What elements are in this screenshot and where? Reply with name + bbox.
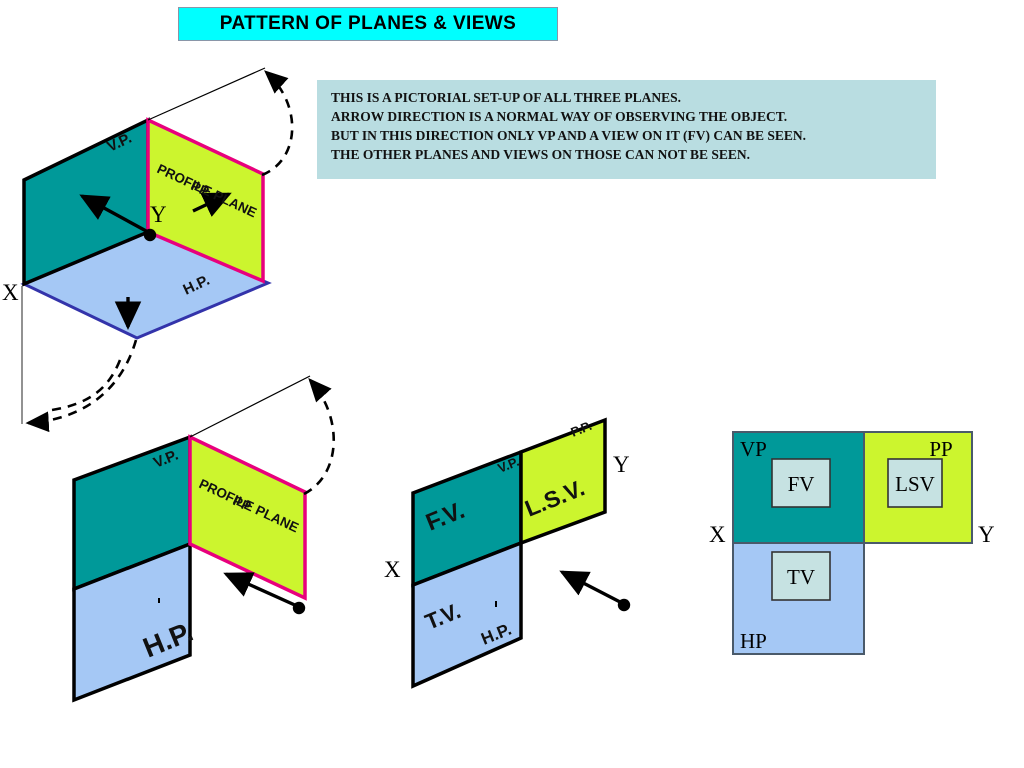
note-line-4: THE OTHER PLANES AND VIEWS ON THOSE CAN … — [331, 147, 750, 162]
figure4-tv-box — [771, 551, 831, 601]
page-title: PATTERN OF PLANES & VIEWS — [178, 7, 558, 41]
figure4-tv-label: TV — [787, 565, 815, 589]
figure4-vp-label: VP — [740, 437, 767, 461]
figure-1-pictorial-setup: V.P. H.P. PROFILE PLANE PP X Y — [2, 67, 294, 433]
figure1-observer-arrow — [79, 194, 149, 234]
figure3-pp-plane-lsv — [519, 417, 607, 546]
figure2-pp-label-line2: PP — [231, 493, 254, 514]
figure4-lsv-box — [887, 458, 943, 508]
figure4-lsv-label: LSV — [895, 472, 935, 496]
figure3-pp-label: P.P. — [569, 418, 594, 440]
figure1-pp-view-arrow — [192, 192, 232, 217]
figure1-x-label: X — [2, 280, 19, 305]
figure1-y-label: Y — [150, 202, 167, 227]
note-line-1: THIS IS A PICTORIAL SET-UP OF ALL THREE … — [331, 90, 682, 105]
figure1-pp-label-line2: PP — [189, 178, 212, 199]
figure3-observer-arrow — [559, 570, 623, 605]
note-line-2: ARROW DIRECTION IS A NORMAL WAY OF OBSER… — [331, 109, 788, 124]
figure4-fv-box — [771, 458, 831, 508]
figure2-construction-line — [189, 375, 311, 438]
figure-3-unfolded-views: V.P. P.P. H.P. F.V. T.V. L.S.V. X Y — [384, 417, 631, 689]
figure-4-orthographic-pattern: VP PP HP FV LSV TV X Y — [709, 431, 995, 655]
figure3-hp-plane-tv — [411, 540, 523, 689]
page-title-text: PATTERN OF PLANES & VIEWS — [219, 13, 517, 34]
figure-2-hp-rotated: V.P. H.P. PROFILE PLANE PP — [51, 359, 336, 703]
figure4-hp-label: HP — [740, 629, 767, 653]
figure4-x-label: X — [709, 522, 726, 547]
figure4-pp-label: PP — [929, 437, 952, 461]
figure3-x-label: X — [384, 557, 401, 582]
figure2-incoming-arc — [51, 359, 122, 412]
figure2-pp-rotation-arc — [303, 378, 336, 496]
figure2-observer-arrow — [223, 572, 298, 608]
description-note-box: THIS IS A PICTORIAL SET-UP OF ALL THREE … — [317, 80, 936, 179]
figure1-hp-rotation-arc — [25, 339, 138, 433]
figure4-fv-label: FV — [788, 472, 815, 496]
figure2-hp-plane — [72, 541, 192, 703]
figure1-pp-rotation-arc — [261, 70, 294, 177]
figure2-pp-plane — [188, 434, 307, 601]
figure3-y-label: Y — [613, 452, 630, 477]
figure4-y-label: Y — [978, 522, 995, 547]
figure1-construction-line — [147, 67, 266, 121]
note-line-3: BUT IN THIS DIRECTION ONLY VP AND A VIEW… — [331, 128, 807, 143]
